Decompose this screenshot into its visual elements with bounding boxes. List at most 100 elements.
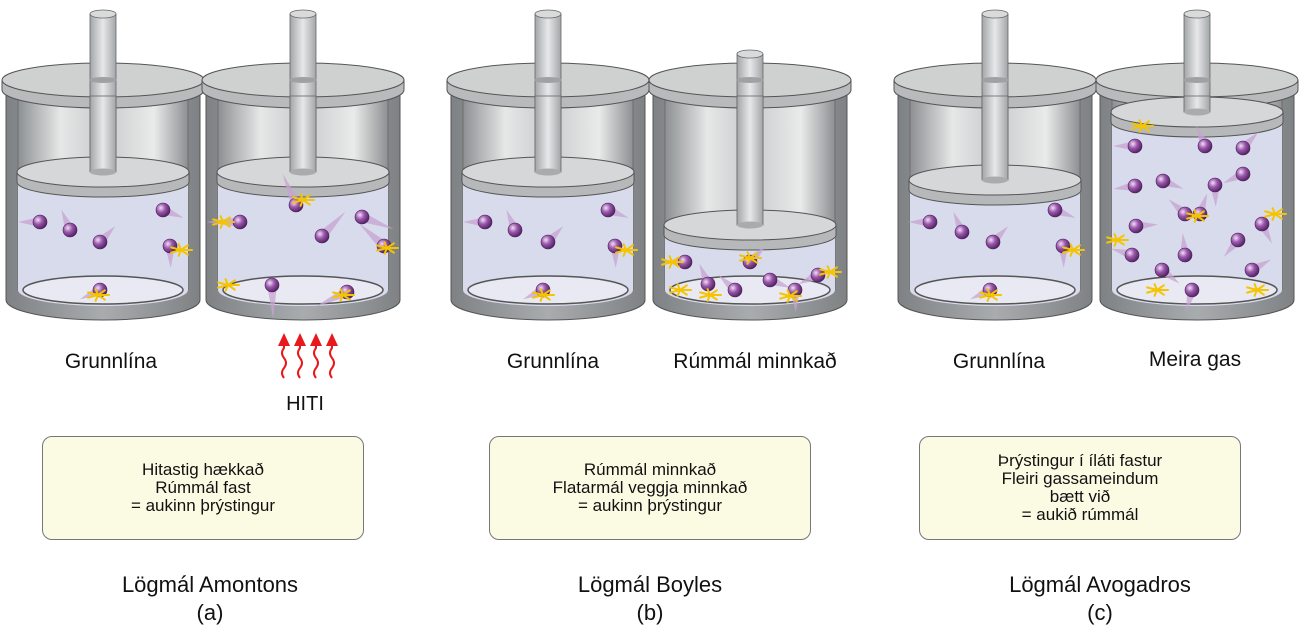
burst-ray [706,288,711,296]
rod-joint [90,168,116,176]
burst-ray [789,295,798,302]
burst-ray [986,288,991,296]
burst-ray [227,284,236,291]
cylinder-a1 [1,9,205,321]
burst-ray [386,247,395,254]
molecule-trail [267,284,277,319]
law-name-b: Lögmál Boyles [577,572,723,597]
molecule [506,209,523,238]
molecule [908,214,938,230]
molecule-ball [810,267,826,283]
collision-burst [1131,119,1154,133]
molecule [1184,282,1200,312]
molecule-ball [762,272,778,288]
burst-ray [532,291,544,296]
burst-ray [180,244,189,251]
molecule [1047,202,1076,218]
heat-arrow [294,333,306,379]
piston-rod-inner [981,95,1009,181]
burst-ray [217,281,229,286]
molecule [264,277,280,319]
cylinder-b2 [648,49,852,321]
burst-ray [539,288,544,296]
burst-ray [386,242,395,249]
collision-burst [376,241,399,255]
box-c-line-3: bætt við [1049,487,1111,506]
rod-joint [290,168,316,176]
burst-ray [342,294,351,301]
piston-rod-inner [89,95,117,173]
burst-ray [1113,233,1118,241]
collision-burst [170,243,193,257]
burst-ray [625,249,634,256]
rod-joint [982,176,1008,184]
molecule-ball [1244,262,1260,278]
molecule [1196,125,1213,154]
molecule-ball [1128,218,1144,234]
molecule [1113,178,1143,194]
burst-ray [826,265,831,273]
molecule-ball [354,209,370,225]
molecule-ball [922,214,938,230]
burst-ray [1264,210,1276,215]
molecule-ball [954,224,970,240]
burst-ray [676,283,681,291]
law-caption-c: Lögmál Avogadros (c) [930,571,1270,627]
box-b-line-2: Flatarmál veggja minnkað [552,478,748,497]
molecule-ball [32,214,48,230]
burst-ray [302,194,311,201]
heat-arrow-head [294,333,306,346]
burst-ray [212,218,224,223]
rod-joint [1184,108,1210,116]
burst-ray [1062,246,1074,251]
burst-ray [671,256,680,263]
burst-ray [1253,283,1258,291]
burst-ray [224,278,229,286]
heat-arrow [310,333,322,379]
law-name-c: Lögmál Avogadros [1009,572,1191,597]
law-letter-a: (a) [196,600,224,625]
burst-ray [1069,243,1074,251]
collision-burst [332,288,355,302]
burst-ray [1106,236,1118,241]
cylinder-floor [222,275,384,305]
burst-ray [1274,208,1283,215]
law-name-a: Lögmál Amontons [121,572,299,597]
burst-ray [679,289,688,296]
collision-burst [669,283,692,297]
collision-burst [1106,233,1129,247]
burst-ray [779,292,791,297]
molecule-ball [1254,216,1270,232]
burst-ray [1196,215,1205,222]
rod-hole [534,77,562,83]
molecule-ball [1235,140,1251,156]
burst-ray [1196,210,1205,217]
molecule [985,226,1009,250]
cylinder-label-b2: Rúmmál minnkað [673,350,837,373]
molecule-ball [232,214,248,230]
molecule-ball [727,282,743,298]
burst-ray [542,289,551,296]
collision-burst [699,288,722,302]
burst-ray [219,215,224,223]
gas-region [218,184,388,306]
box-a-line-1: Hitastig hækkað [142,460,264,479]
burst-ray [1141,125,1150,132]
burst-ray [615,246,627,251]
collision-burst [615,243,638,257]
piston-rod-cap [981,9,1009,19]
burst-ray [1116,234,1125,241]
burst-ray [679,284,688,291]
burst-ray [989,289,998,296]
molecule-ball [92,234,108,250]
cylinder-c1 [893,9,1097,321]
burst-ray [339,288,344,296]
rod-hole [981,77,1009,83]
molecule [155,202,184,218]
molecule [1128,218,1158,234]
collision-burst [532,288,555,302]
collision-burst [1246,283,1269,297]
burst-ray [302,199,311,206]
heat-arrow-head [310,333,322,346]
